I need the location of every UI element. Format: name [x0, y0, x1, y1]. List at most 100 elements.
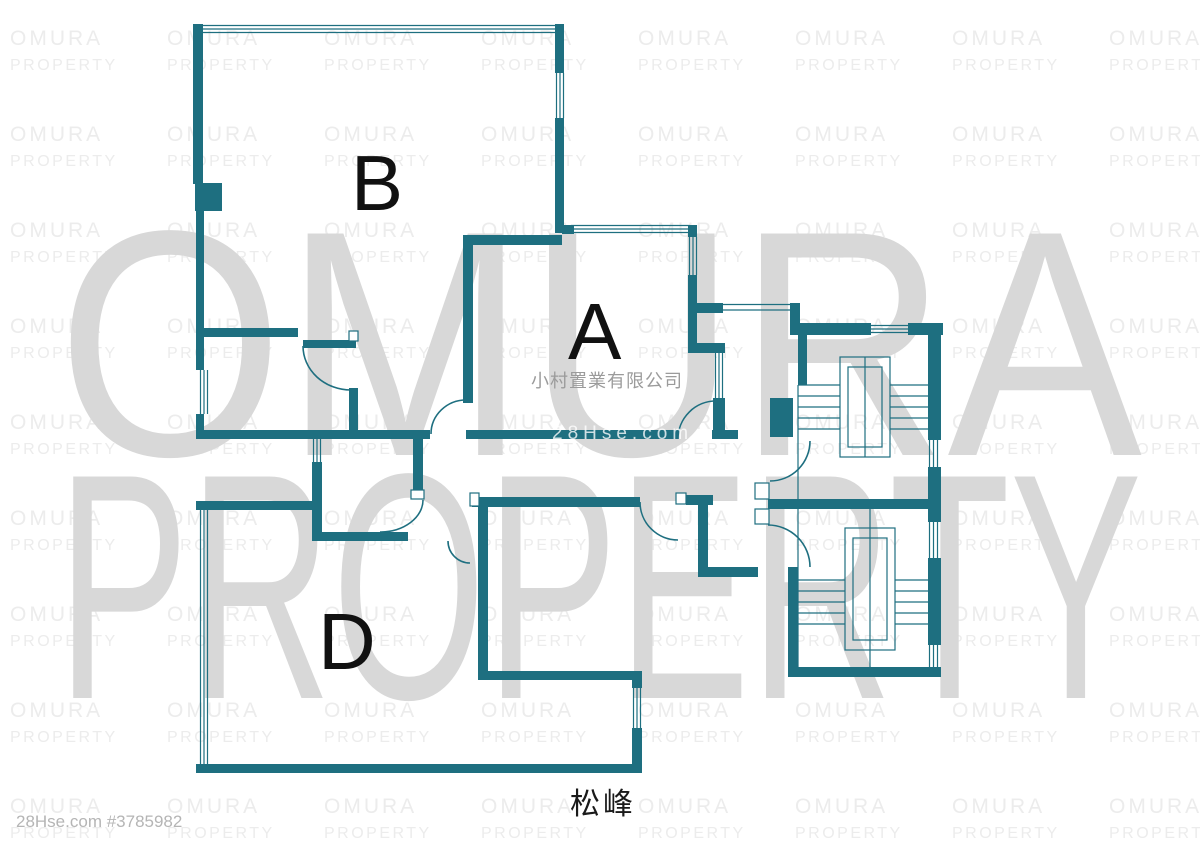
svg-text:OMURA: OMURA [324, 123, 417, 146]
svg-text:PROPERTY: PROPERTY [638, 153, 746, 170]
svg-text:PROPERTY: PROPERTY [324, 441, 432, 458]
svg-text:OMURA: OMURA [324, 315, 417, 338]
svg-text:PROPERTY: PROPERTY [952, 57, 1060, 74]
svg-text:PROPERTY: PROPERTY [952, 345, 1060, 362]
svg-text:OMURA: OMURA [795, 27, 888, 50]
svg-text:PROPERTY: PROPERTY [10, 537, 118, 554]
svg-text:PROPERTY: PROPERTY [1109, 537, 1200, 554]
svg-text:PROPERTY: PROPERTY [10, 57, 118, 74]
svg-text:OMURA: OMURA [795, 219, 888, 242]
svg-text:PROPERTY: PROPERTY [167, 249, 275, 266]
svg-text:PROPERTY: PROPERTY [795, 537, 903, 554]
svg-text:PROPERTY: PROPERTY [952, 249, 1060, 266]
svg-text:OMURA: OMURA [324, 603, 417, 626]
svg-text:PROPERTY: PROPERTY [1109, 729, 1200, 746]
svg-text:PROPERTY: PROPERTY [952, 153, 1060, 170]
svg-text:PROPERTY: PROPERTY [638, 57, 746, 74]
svg-text:PROPERTY: PROPERTY [1109, 825, 1200, 842]
svg-text:OMURA: OMURA [481, 507, 574, 530]
svg-text:OMURA: OMURA [167, 507, 260, 530]
svg-text:OMURA: OMURA [324, 411, 417, 434]
svg-text:PROPERTY: PROPERTY [952, 537, 1060, 554]
svg-text:OMURA: OMURA [952, 219, 1045, 242]
svg-text:OMURA: OMURA [10, 123, 103, 146]
svg-text:OMURA: OMURA [10, 699, 103, 722]
svg-text:PROPERTY: PROPERTY [167, 729, 275, 746]
svg-text:PROPERTY: PROPERTY [324, 249, 432, 266]
wall-watermark-text: 28Hse.com [552, 423, 694, 444]
svg-text:OMURA: OMURA [10, 795, 103, 818]
svg-text:PROPERTY: PROPERTY [481, 537, 589, 554]
svg-text:PROPERTY: PROPERTY [1109, 57, 1200, 74]
svg-text:PROPERTY: PROPERTY [324, 633, 432, 650]
svg-text:OMURA: OMURA [1109, 507, 1200, 530]
svg-text:OMURA: OMURA [10, 219, 103, 242]
svg-text:OMURA: OMURA [1109, 699, 1200, 722]
svg-text:OMURA: OMURA [167, 699, 260, 722]
svg-text:OMURA: OMURA [1109, 123, 1200, 146]
svg-text:OMURA: OMURA [10, 603, 103, 626]
svg-text:PROPERTY: PROPERTY [324, 729, 432, 746]
unit-b-label: B [351, 139, 404, 227]
svg-text:PROPERTY: PROPERTY [10, 249, 118, 266]
svg-text:PROPERTY: PROPERTY [638, 537, 746, 554]
svg-text:OMURA: OMURA [638, 795, 731, 818]
svg-text:PROPERTY: PROPERTY [481, 57, 589, 74]
svg-text:PROPERTY: PROPERTY [1109, 441, 1200, 458]
svg-text:PROPERTY: PROPERTY [10, 729, 118, 746]
svg-text:OMURA: OMURA [638, 603, 731, 626]
svg-text:OMURA: OMURA [952, 411, 1045, 434]
svg-text:PROPERTY: PROPERTY [952, 441, 1060, 458]
svg-text:OMURA: OMURA [324, 699, 417, 722]
svg-text:OMURA: OMURA [638, 699, 731, 722]
svg-text:PROPERTY: PROPERTY [481, 633, 589, 650]
svg-text:OMURA: OMURA [167, 411, 260, 434]
svg-text:PROPERTY: PROPERTY [481, 249, 589, 266]
svg-text:PROPERTY: PROPERTY [795, 633, 903, 650]
svg-text:OMURA: OMURA [795, 603, 888, 626]
svg-text:PROPERTY: PROPERTY [1109, 153, 1200, 170]
svg-text:OMURA: OMURA [481, 795, 574, 818]
svg-text:OMURA: OMURA [952, 27, 1045, 50]
svg-text:PROPERTY: PROPERTY [952, 729, 1060, 746]
svg-text:PROPERTY: PROPERTY [952, 825, 1060, 842]
svg-text:PROPERTY: PROPERTY [167, 825, 275, 842]
svg-text:OMURA: OMURA [167, 123, 260, 146]
svg-text:OMURA: OMURA [324, 27, 417, 50]
svg-text:PROPERTY: PROPERTY [167, 441, 275, 458]
svg-text:PROPERTY: PROPERTY [324, 537, 432, 554]
svg-text:OMURA: OMURA [481, 123, 574, 146]
svg-text:OMURA: OMURA [167, 27, 260, 50]
svg-text:PROPERTY: PROPERTY [481, 825, 589, 842]
company-watermark-text: 小村置業有限公司 [531, 371, 683, 391]
svg-text:PROPERTY: PROPERTY [638, 825, 746, 842]
svg-text:OMURA: OMURA [795, 507, 888, 530]
svg-text:OMURA: OMURA [1109, 27, 1200, 50]
svg-text:PROPERTY: PROPERTY [167, 57, 275, 74]
svg-text:PROPERTY: PROPERTY [481, 441, 589, 458]
unit-a-label: A [568, 287, 622, 376]
svg-text:PROPERTY: PROPERTY [1109, 345, 1200, 362]
svg-text:OMURA: OMURA [638, 411, 731, 434]
svg-text:PROPERTY: PROPERTY [481, 345, 589, 362]
svg-text:PROPERTY: PROPERTY [324, 345, 432, 362]
svg-text:PROPERTY: PROPERTY [795, 441, 903, 458]
svg-text:PROPERTY: PROPERTY [10, 153, 118, 170]
svg-text:OMURA: OMURA [167, 219, 260, 242]
svg-text:OMURA: OMURA [952, 795, 1045, 818]
svg-text:OMURA: OMURA [324, 219, 417, 242]
svg-text:PROPERTY: PROPERTY [167, 537, 275, 554]
svg-text:PROPERTY: PROPERTY [10, 825, 118, 842]
svg-text:OMURA: OMURA [1109, 219, 1200, 242]
svg-text:PROPERTY: PROPERTY [481, 729, 589, 746]
svg-text:PROPERTY: PROPERTY [1109, 249, 1200, 266]
svg-text:OMURA: OMURA [481, 699, 574, 722]
svg-text:OMURA: OMURA [795, 795, 888, 818]
svg-text:PROPERTY: PROPERTY [167, 633, 275, 650]
svg-text:PROPERTY: PROPERTY [324, 153, 432, 170]
svg-text:OMURA: OMURA [481, 603, 574, 626]
svg-text:PROPERTY: PROPERTY [638, 441, 746, 458]
svg-text:PROPERTY: PROPERTY [324, 57, 432, 74]
listing-id-label: 28Hse.com #3785982 [16, 812, 183, 831]
